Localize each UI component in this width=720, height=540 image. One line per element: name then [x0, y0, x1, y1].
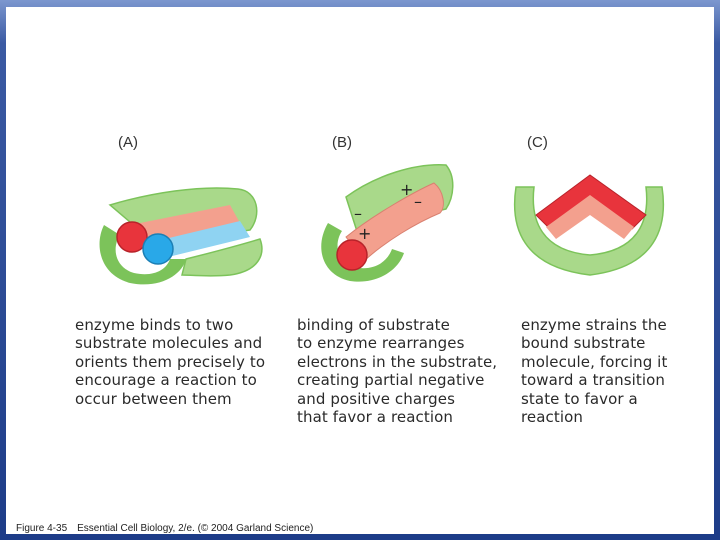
panel-c-label: (C) [527, 134, 548, 151]
panel-b-illustration: + – – + [321, 164, 454, 282]
caption-line: and positive charges [297, 389, 456, 408]
caption-line: reaction [521, 408, 584, 427]
panel-a-caption: enzyme binds to two substrate molecules … [75, 316, 265, 408]
caption-line: enzyme binds to two [75, 316, 234, 334]
panel-c-caption: enzyme strains the bound substrate molec… [521, 316, 667, 426]
caption-line: that favor a reaction [297, 408, 453, 427]
caption-line: occur between them [75, 389, 232, 408]
substrate-rod [345, 182, 444, 262]
substrate-end-red [336, 239, 368, 271]
charge-plus-2: + [358, 224, 371, 243]
enzyme-front-rim [99, 225, 186, 285]
caption-line: binding of substrate [297, 316, 450, 334]
charge-minus-2: – [354, 204, 362, 223]
enzyme-front-body [181, 238, 263, 277]
figure-page: (A) (B) (C) + – – + [6, 7, 714, 534]
figure-source: Essential Cell Biology, 2/e. (© 2004 Gar… [77, 523, 314, 534]
substrate-molecule-blue [142, 233, 174, 265]
substrate-molecule-red [116, 221, 148, 253]
panel-b-caption: binding of substrate to enzyme rearrange… [297, 316, 497, 426]
panel-b-label: (B) [332, 134, 352, 151]
enzyme-u-shape [513, 186, 665, 276]
caption-line: enzyme strains the [521, 316, 667, 334]
caption-line: creating partial negative [297, 371, 485, 390]
caption-line: toward a transition [521, 371, 666, 390]
caption-line: electrons in the substrate, [297, 352, 498, 371]
panel-c-illustration [513, 174, 665, 276]
caption-line: orients them precisely to [75, 352, 266, 371]
caption-line: molecule, forcing it [521, 352, 668, 371]
caption-line: substrate molecules and [75, 334, 263, 353]
strained-substrate-inner [546, 195, 634, 239]
panel-a-illustration [99, 187, 263, 285]
charge-plus-1: + [400, 180, 413, 199]
caption-line: encourage a reaction to [75, 371, 257, 390]
caption-line: bound substrate [521, 334, 646, 353]
figure-number: Figure 4-35 [16, 523, 68, 534]
panel-a-label: (A) [118, 134, 138, 151]
caption-line: state to favor a [521, 389, 638, 408]
caption-line: to enzyme rearranges [297, 334, 465, 353]
figure-credit: Figure 4-35 Essential Cell Biology, 2/e. … [16, 523, 313, 534]
charge-minus-1: – [414, 192, 422, 211]
